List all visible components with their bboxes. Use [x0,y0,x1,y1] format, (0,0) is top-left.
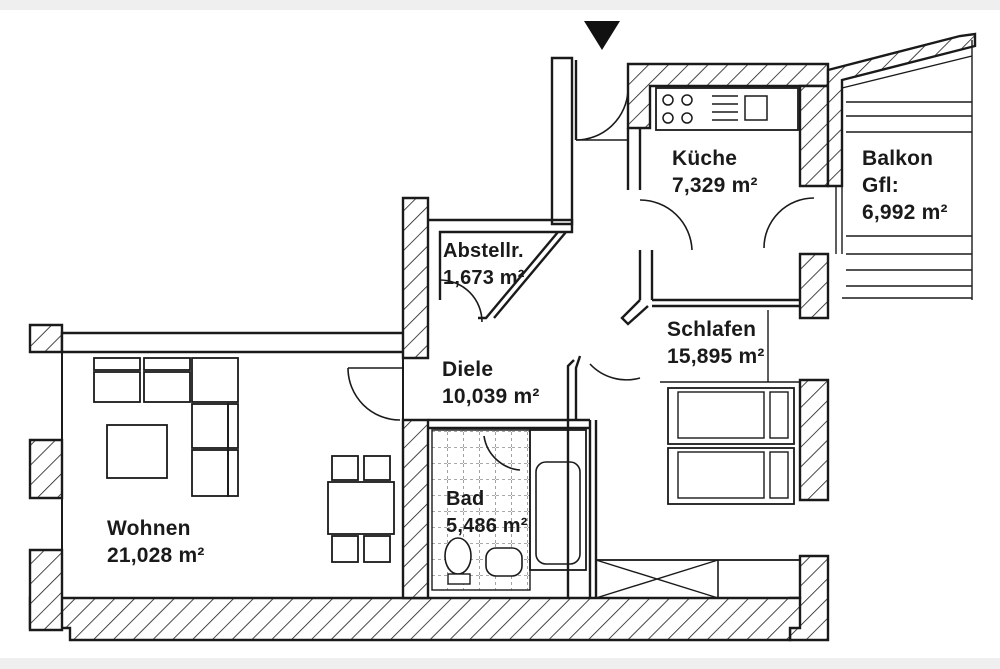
room-name: Schlafen [667,318,757,341]
room-area: 7,329 m² [672,174,758,197]
room-area: 10,039 m² [442,385,540,408]
room-name: Wohnen [107,517,191,540]
room-name: Diele [442,358,494,381]
room-area: 1,673 m² [443,267,525,289]
room-sub: Gfl: [862,174,899,197]
room-label-diele: Diele 10,039 m² [442,356,540,410]
room-label-balkon: Balkon Gfl: 6,992 m² [862,145,948,226]
room-area: 15,895 m² [667,345,765,368]
room-area: 5,486 m² [446,515,528,537]
room-name: Abstellr. [443,240,524,262]
room-label-abstellr: Abstellr. 1,673 m² [443,238,525,292]
room-label-wohnen: Wohnen 21,028 m² [107,515,205,569]
room-area: 6,992 m² [862,201,948,224]
room-label-bad: Bad 5,486 m² [446,486,528,540]
entrance-arrow-icon [584,21,620,50]
room-name: Küche [672,147,738,170]
room-name: Balkon [862,147,934,170]
room-label-kueche: Küche 7,329 m² [672,145,758,199]
room-label-schlafen: Schlafen 15,895 m² [667,316,765,370]
room-name: Bad [446,488,485,510]
room-area: 21,028 m² [107,544,205,567]
